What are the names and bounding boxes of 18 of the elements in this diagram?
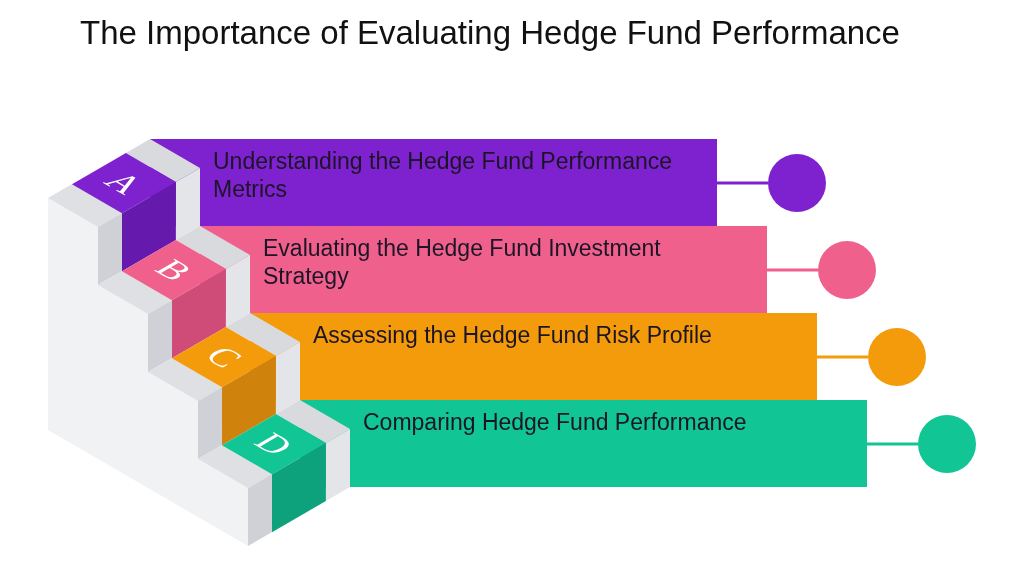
band-text: Assessing the Hedge Fund Risk Profile [313, 321, 713, 349]
band-text: Comparing Hedge Fund Performance [363, 408, 748, 436]
connector-line [767, 268, 818, 272]
circle-marker [918, 415, 976, 473]
step-letter: C [198, 342, 250, 372]
circle-marker [768, 154, 826, 212]
connector-line [867, 442, 918, 446]
connector-line [717, 181, 768, 185]
circle-marker [868, 328, 926, 386]
connector-line [817, 355, 868, 359]
step-letter: B [148, 255, 200, 285]
circle-marker [818, 241, 876, 299]
band-text: Evaluating the Hedge Fund Investment Strategy [263, 234, 662, 290]
band-text: Understanding the Hedge Fund Performance Metrics [213, 147, 673, 203]
step-letter: D [247, 428, 301, 460]
lettered-step-block [222, 413, 326, 533]
step-letter: A [97, 167, 151, 199]
diagram-title: The Importance of Evaluating Hedge Fund Performance [80, 13, 900, 53]
